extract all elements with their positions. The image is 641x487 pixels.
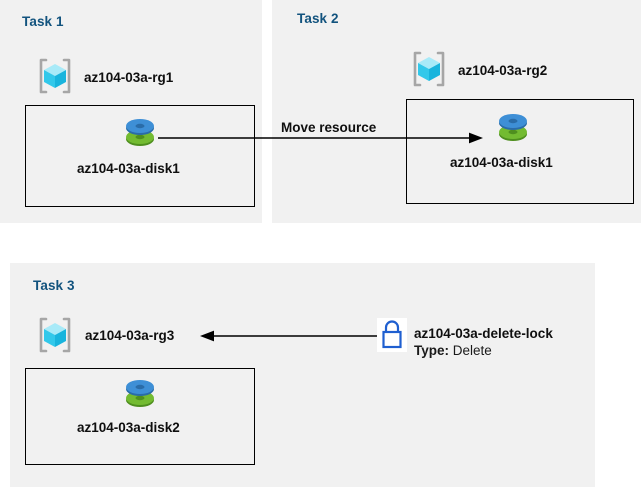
disk-icon: [119, 373, 161, 415]
disk-icon: [119, 112, 161, 154]
panel-title-task-3: Task 3: [33, 278, 75, 293]
disk-icon: [492, 107, 534, 149]
delete-lock-arrow: [200, 326, 385, 346]
resource-group-icon: [410, 50, 448, 88]
resource-group-icon: [36, 57, 74, 95]
delete-lock-type-value: Delete: [452, 343, 492, 358]
panel-title-task-1: Task 1: [22, 14, 64, 29]
resource-group-label: az104-03a-rg1: [84, 70, 174, 85]
disk-label: az104-03a-disk1: [77, 161, 180, 176]
lock-icon: [377, 318, 407, 352]
move-resource-label: Move resource: [281, 120, 377, 135]
move-resource-arrow: [158, 128, 483, 148]
resource-group-icon: [36, 316, 74, 354]
delete-lock-type: Type: Delete: [414, 343, 492, 358]
delete-lock-name: az104-03a-delete-lock: [414, 326, 553, 341]
resource-group-label: az104-03a-rg3: [85, 328, 175, 343]
disk-label: az104-03a-disk1: [450, 155, 553, 170]
delete-lock-type-key: Type:: [414, 343, 450, 358]
panel-title-task-2: Task 2: [297, 11, 339, 26]
disk-label: az104-03a-disk2: [77, 420, 180, 435]
resource-group-label: az104-03a-rg2: [458, 63, 548, 78]
